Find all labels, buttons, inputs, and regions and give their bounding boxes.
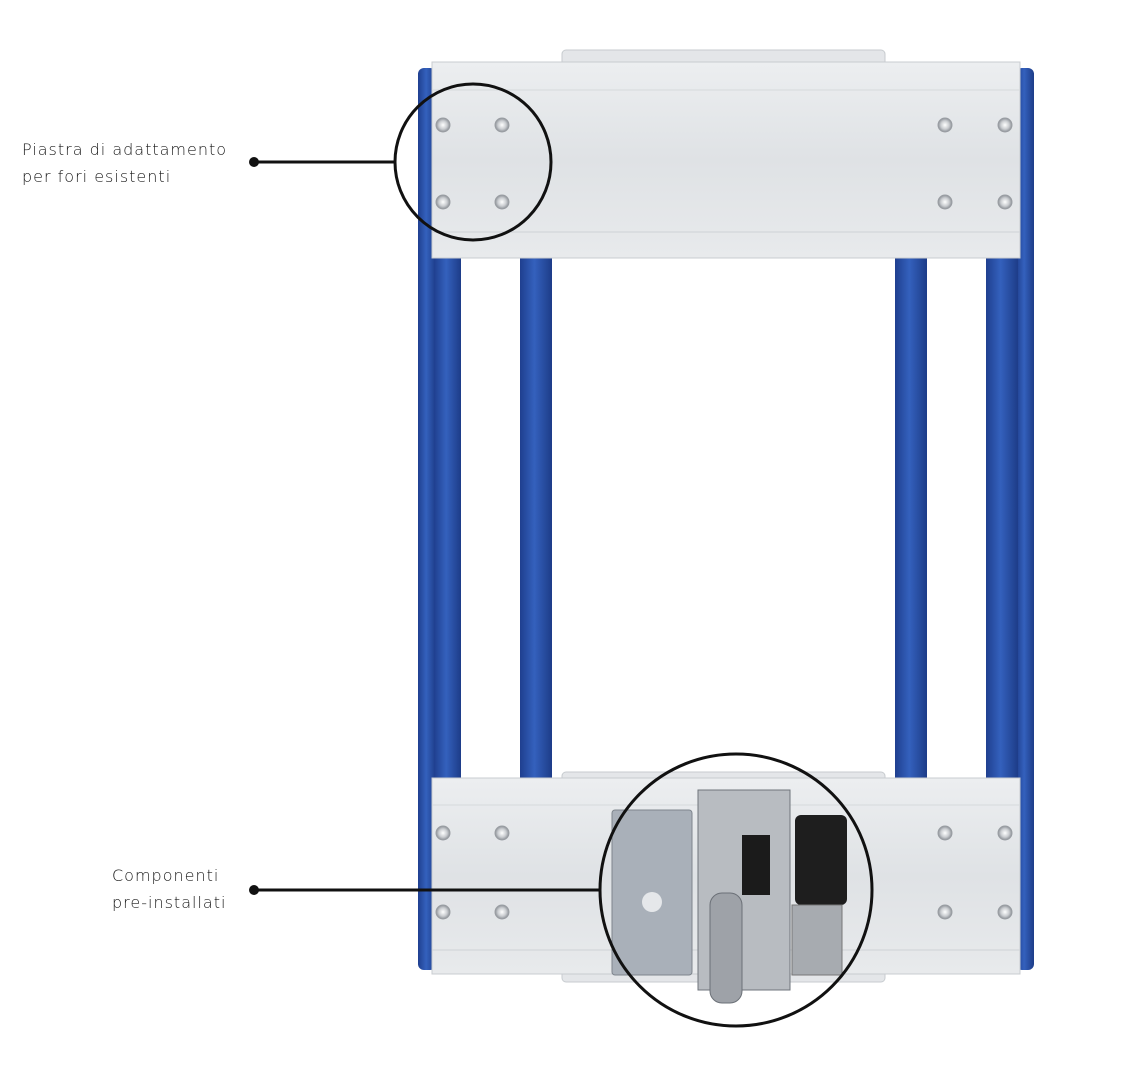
- drive-unit: [611, 789, 847, 1004]
- bolts: [435, 117, 1013, 920]
- left-outer-rail: [418, 68, 436, 970]
- bar: [895, 255, 927, 785]
- callout-label-line: Piastra di adattamento: [22, 140, 228, 159]
- bar: [986, 255, 1018, 785]
- callout-label-line: Componenti: [112, 866, 220, 885]
- callout-markers: [254, 82, 874, 1028]
- callout-label-line: per fori esistenti: [22, 167, 172, 186]
- callout-label-adapter-plate: Piastra di adattamento per fori esistent…: [22, 136, 227, 190]
- leader-dot: [249, 157, 259, 167]
- leader-dot: [249, 885, 259, 895]
- top-adapter-plate: [431, 49, 1021, 259]
- bar: [434, 255, 461, 785]
- callout-label-components: Componenti pre-installati: [112, 862, 226, 916]
- bar: [520, 255, 552, 785]
- callout-label-line: pre-installati: [112, 893, 227, 912]
- right-outer-rail: [1016, 68, 1034, 970]
